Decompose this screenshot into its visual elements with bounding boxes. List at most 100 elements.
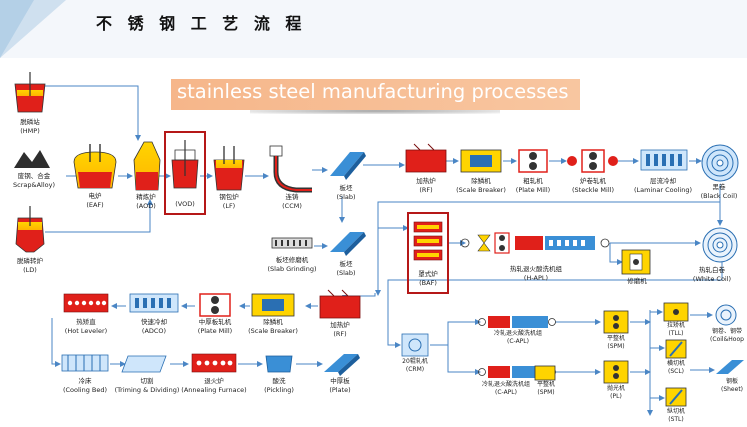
ccm-icon bbox=[269, 145, 312, 193]
label-cn: 层流冷却 bbox=[649, 177, 676, 185]
label-cn: 粗轧机 bbox=[523, 177, 543, 185]
flow-white-crm bbox=[387, 262, 723, 348]
label-en: (STL) bbox=[668, 416, 684, 423]
label-lf: 钢包炉(LF) bbox=[219, 193, 239, 211]
label-slab-grinding: 板坯修磨机(Slab Grinding) bbox=[268, 256, 317, 274]
aod-icon bbox=[133, 141, 161, 191]
label-cn: 板坯 bbox=[339, 184, 353, 192]
rf-furnace-icon-1 bbox=[405, 143, 447, 173]
label-capl-2: 冷轧退火酸洗机组(C-APL) bbox=[482, 381, 530, 397]
label-scale-breaker-2: 除鳞机(Scale Breaker) bbox=[248, 318, 298, 336]
label-cn: 废钢、合金 bbox=[17, 172, 51, 180]
slab-icon-1 bbox=[330, 152, 366, 180]
label-cn: 快速冷却 bbox=[141, 318, 167, 326]
hapl-line-icon bbox=[460, 232, 610, 254]
label-capl-1: 冷轧退火酸洗机组(C-APL) bbox=[494, 330, 542, 346]
label-en: (RF) bbox=[333, 330, 347, 338]
hmp-ladle-icon bbox=[14, 72, 46, 113]
label-cn: 酸洗 bbox=[272, 377, 286, 385]
label-rf-2: 加热炉(RF) bbox=[330, 321, 350, 339]
label-scl: 横切机(SCL) bbox=[667, 360, 685, 376]
label-slab-2: 板坯(Slab) bbox=[336, 260, 355, 278]
label-cn: 罩式炉 bbox=[418, 270, 438, 278]
label-en: (ADCO) bbox=[141, 327, 167, 335]
grinder-icon bbox=[621, 249, 651, 275]
tll-icon bbox=[663, 302, 689, 322]
label-en: (LF) bbox=[222, 202, 236, 210]
label-cn: 退火炉 bbox=[204, 377, 224, 385]
vod-highlight-box bbox=[164, 131, 206, 215]
flow-hl-cool bbox=[51, 318, 61, 367]
plate-product-icon bbox=[324, 354, 360, 376]
label-en: (Scale Breaker) bbox=[248, 327, 298, 335]
label-cn: 钢包炉 bbox=[219, 193, 239, 201]
label-cooling-bed: 冷床(Cooling Bed) bbox=[63, 377, 107, 395]
label-cn: 切割 bbox=[140, 377, 154, 385]
banner-title: stainless steel manufacturing processes bbox=[177, 80, 569, 103]
label-en: (SPM) bbox=[607, 343, 625, 350]
label-cn: 精炼炉 bbox=[136, 193, 156, 201]
label-en: (Cooling Bed) bbox=[62, 386, 108, 394]
label-cn: 中厚板轧机 bbox=[198, 318, 232, 326]
label-en: (SPM) bbox=[537, 389, 555, 396]
label-coil-hoop: 钢卷、钢带(Coil&Hoop bbox=[710, 328, 744, 344]
pl-icon bbox=[603, 360, 629, 384]
label-steckle-mill: 炉卷轧机(Steckle Mill) bbox=[572, 177, 614, 195]
label-en: (Coil&Hoop bbox=[710, 336, 744, 343]
label-plate-mill-1: 粗轧机(Plate Mill) bbox=[516, 177, 550, 195]
scale-breaker-icon-1 bbox=[460, 149, 502, 173]
spm-icon-2 bbox=[534, 365, 556, 381]
trimming-icon bbox=[121, 355, 167, 373]
label-en: (Slab) bbox=[336, 193, 356, 201]
label-en: (Slab Grinding) bbox=[267, 265, 317, 273]
slab-icon-2 bbox=[330, 232, 366, 256]
label-ccm: 连铸(CCM) bbox=[282, 193, 302, 211]
label-hmp: 脱磷站(HMP) bbox=[20, 118, 40, 136]
crm-icon bbox=[401, 333, 429, 357]
label-cn: 平整机 bbox=[606, 335, 626, 342]
label-en: (CCM) bbox=[282, 202, 302, 210]
label-en: (Pickling) bbox=[264, 386, 294, 394]
plate-mill-icon-1 bbox=[518, 149, 548, 173]
label-cn: 脱磷站 bbox=[20, 118, 40, 126]
label-en: (H-APL) bbox=[523, 274, 549, 282]
page-title: 不 锈 钢 工 艺 流 程 bbox=[96, 14, 307, 33]
adco-icon bbox=[129, 293, 179, 313]
label-cn: 除鳞机 bbox=[263, 318, 283, 326]
label-cn: 修磨机 bbox=[627, 277, 647, 285]
coil-hoop-icon bbox=[715, 304, 737, 326]
label-en: (Steckle Mill) bbox=[572, 186, 614, 194]
label-en: (RF) bbox=[419, 186, 433, 194]
scrap-icon bbox=[14, 150, 50, 168]
label-plate: 中厚板(Plate) bbox=[329, 377, 350, 395]
label-cn: 冷轧退火酸洗机组 bbox=[493, 330, 543, 337]
label-cn: 加热炉 bbox=[330, 321, 350, 329]
label-trimming: 切割(Triming & Dividing) bbox=[115, 377, 180, 395]
label-en: (BAF) bbox=[419, 279, 437, 287]
laminar-cooling-icon bbox=[640, 149, 688, 171]
label-aod: 精炼炉(AOD) bbox=[136, 193, 156, 211]
label-en: (CRM) bbox=[405, 366, 425, 373]
label-black-coil: 黑卷(Black Coil) bbox=[701, 183, 738, 201]
label-cn: 脱磷转炉 bbox=[17, 257, 43, 265]
label-cn: 冷床 bbox=[78, 377, 92, 385]
label-cn: 热轧白卷 bbox=[698, 266, 725, 274]
label-rf-1: 加热炉(RF) bbox=[416, 177, 436, 195]
label-en: (Annealing Furnace) bbox=[181, 386, 247, 394]
label-cn: 钢卷、钢带 bbox=[711, 328, 743, 335]
spm-icon-1 bbox=[603, 310, 629, 334]
header-decor-accent bbox=[0, 0, 34, 58]
label-ld: 脱磷转炉(LD) bbox=[17, 257, 43, 275]
label-crm: 20辊轧机(CRM) bbox=[402, 358, 428, 374]
label-pickling: 酸洗(Pickling) bbox=[264, 377, 294, 395]
label-spm-1: 平整机(SPM) bbox=[607, 335, 625, 351]
rf-furnace-icon-2 bbox=[319, 289, 361, 319]
label-en: (Plate) bbox=[329, 386, 351, 394]
label-annealing-furnace: 退火炉(Annealing Furnace) bbox=[181, 377, 246, 395]
label-en: (Triming & Dividing) bbox=[114, 386, 180, 394]
label-hot-leveler: 热矫直(Hot Leveler) bbox=[65, 318, 107, 336]
label-en: (TLL) bbox=[668, 330, 684, 337]
